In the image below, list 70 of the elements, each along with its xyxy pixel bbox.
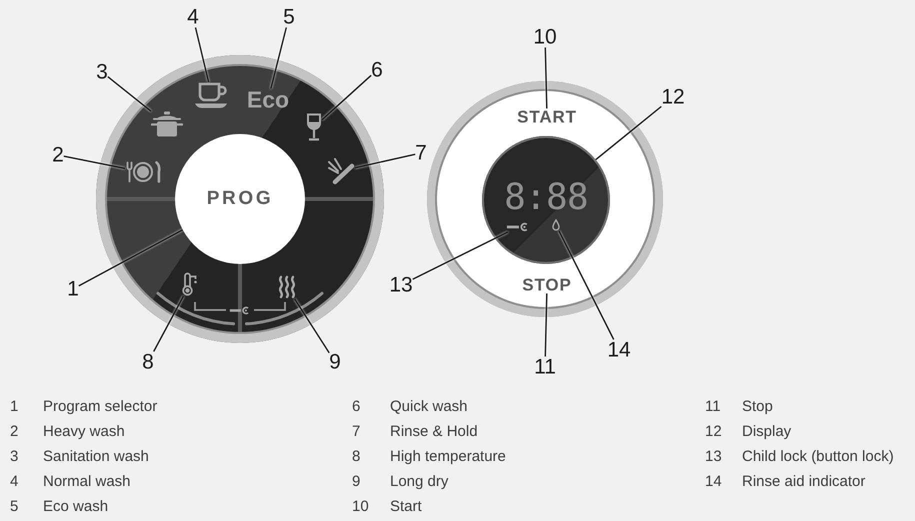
key-text: Sanitation wash — [43, 448, 149, 467]
leader-line — [595, 106, 662, 160]
callout-number: 8 — [142, 352, 154, 372]
key-icon — [506, 222, 530, 232]
leader-line — [558, 230, 614, 340]
display-digits: 8:88 — [504, 180, 588, 216]
leader-line — [544, 47, 548, 109]
key-text: Display — [742, 423, 792, 442]
key-text: Normal wash — [43, 473, 131, 492]
callout-number: 11 — [534, 356, 556, 378]
plate-cutlery-icon — [125, 161, 161, 183]
leader-line — [270, 27, 287, 89]
leader-line — [64, 156, 126, 170]
drop-icon — [552, 219, 560, 231]
leader-line — [107, 76, 152, 112]
key-text: High temperature — [390, 448, 506, 467]
leader-line — [78, 229, 184, 287]
selector-knob: PROG — [175, 134, 305, 264]
key-number: 5 — [10, 498, 18, 517]
callout-number: 9 — [329, 352, 341, 372]
key-number: 6 — [352, 398, 360, 417]
key-number: 13 — [705, 448, 722, 467]
spray-icon — [327, 157, 355, 185]
key-text: Child lock (button lock) — [742, 448, 894, 467]
key-number: 14 — [705, 473, 722, 492]
callout-number: 10 — [533, 26, 557, 48]
callout-number: 13 — [389, 274, 413, 296]
leader-line — [153, 296, 184, 352]
key-text: Program selector — [43, 398, 158, 417]
key-number: 1 — [10, 398, 18, 417]
key-number: 9 — [352, 473, 360, 492]
callout-number: 7 — [415, 142, 427, 164]
cooking-pot-icon — [151, 111, 183, 137]
key-text: Stop — [742, 398, 773, 417]
key-number: 10 — [352, 498, 369, 517]
leader-line — [544, 293, 548, 357]
wine-glass-icon — [306, 113, 322, 141]
leader-line — [322, 74, 372, 120]
key-number: 4 — [10, 473, 18, 492]
callout-number: 6 — [371, 60, 383, 80]
key-text: Rinse aid indicator — [742, 473, 866, 492]
key-text: Quick wash — [390, 398, 468, 417]
key-text: Long dry — [390, 473, 448, 492]
leader-line — [354, 154, 416, 168]
callout-number: 14 — [607, 340, 631, 360]
key-number: 11 — [705, 398, 721, 417]
leader-line — [412, 231, 508, 280]
key-number: 2 — [10, 423, 18, 442]
key-number: 8 — [352, 448, 360, 467]
start-text: START — [517, 108, 577, 126]
steam-icon — [277, 275, 297, 299]
callout-number: 5 — [283, 6, 295, 28]
callout-number: 1 — [67, 278, 79, 300]
leader-line — [194, 27, 210, 82]
callout-number: 4 — [187, 6, 199, 28]
key-text: Rinse & Hold — [390, 423, 478, 442]
key-number: 7 — [352, 423, 360, 442]
callout-number: 12 — [661, 86, 685, 108]
leader-line — [294, 298, 330, 354]
stop-text: STOP — [522, 276, 572, 294]
callout-number: 2 — [52, 144, 64, 166]
key-number: 3 — [10, 448, 18, 467]
key-text: Start — [390, 498, 422, 517]
key-text: Eco wash — [43, 498, 108, 517]
cup-saucer-icon — [194, 82, 230, 110]
callout-number: 3 — [96, 62, 108, 82]
thermometer-icon — [181, 272, 199, 296]
key-text: Heavy wash — [43, 423, 125, 442]
eco-text: Eco — [246, 88, 290, 112]
key-number: 12 — [705, 423, 722, 442]
